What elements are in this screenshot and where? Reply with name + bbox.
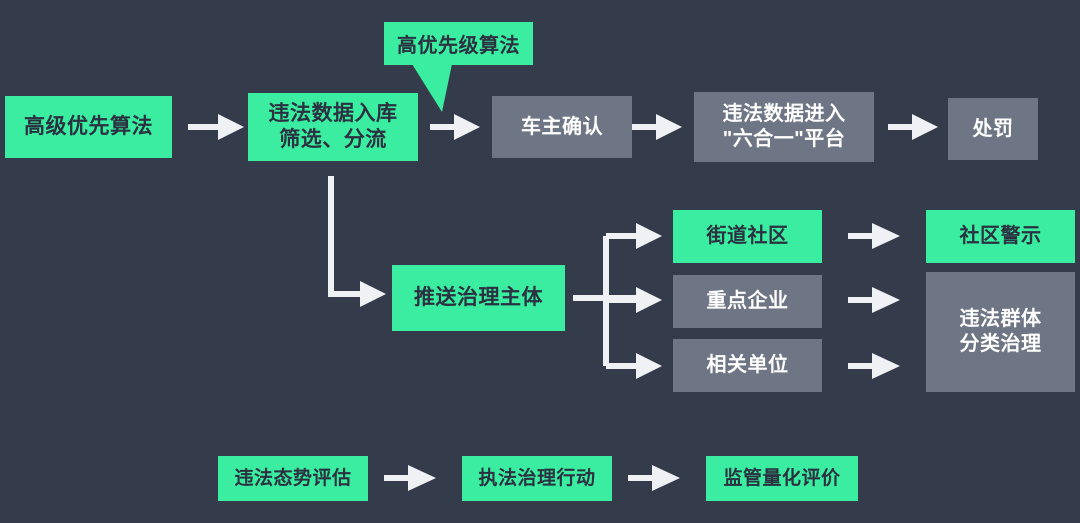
node-push-governance-subject[interactable]: 推送治理主体	[392, 265, 565, 331]
arrow-owner-confirm-to-platform	[632, 114, 682, 140]
node-penalty[interactable]: 处罚	[948, 98, 1038, 160]
node-community-warning[interactable]: 社区警示	[926, 210, 1075, 263]
arrow-assessment-to-action	[384, 465, 436, 491]
arrow-push-to-branch-street	[606, 223, 662, 249]
node-owner-confirm[interactable]: 车主确认	[492, 96, 632, 158]
node-advanced-priority-algorithm[interactable]: 高级优先算法	[5, 96, 172, 158]
arrow-intake-down-to-push	[328, 176, 386, 307]
node-related-unit[interactable]: 相关单位	[673, 339, 822, 392]
arrow-push-to-branch-unit	[606, 353, 662, 379]
node-quantitative-evaluation[interactable]: 监管量化评价	[706, 456, 858, 501]
arrow-street-to-community-warning	[848, 223, 900, 249]
callout-high-priority-algorithm[interactable]: 高优先级算法	[384, 22, 533, 65]
node-six-in-one-platform[interactable]: 违法数据进入 "六合一"平台	[694, 92, 874, 162]
arrow-algorithm-to-intake	[188, 114, 244, 140]
node-illegal-data-intake[interactable]: 违法数据入库 筛选、分流	[248, 93, 418, 161]
arrow-unit-to-classification	[848, 353, 900, 379]
node-violator-group-classification[interactable]: 违法群体 分类治理	[926, 272, 1075, 392]
arrow-action-to-evaluation	[628, 465, 680, 491]
node-key-enterprise[interactable]: 重点企业	[673, 275, 822, 328]
node-enforcement-action[interactable]: 执法治理行动	[462, 456, 612, 501]
arrow-platform-to-penalty	[888, 114, 938, 140]
node-situation-assessment[interactable]: 违法态势评估	[218, 456, 368, 501]
arrow-enterprise-to-classification	[848, 287, 900, 313]
arrow-intake-to-owner-confirm	[430, 114, 480, 140]
node-street-community[interactable]: 街道社区	[673, 210, 822, 263]
arrow-push-to-branch-enterprise	[606, 287, 662, 313]
callout-tail	[412, 64, 452, 112]
